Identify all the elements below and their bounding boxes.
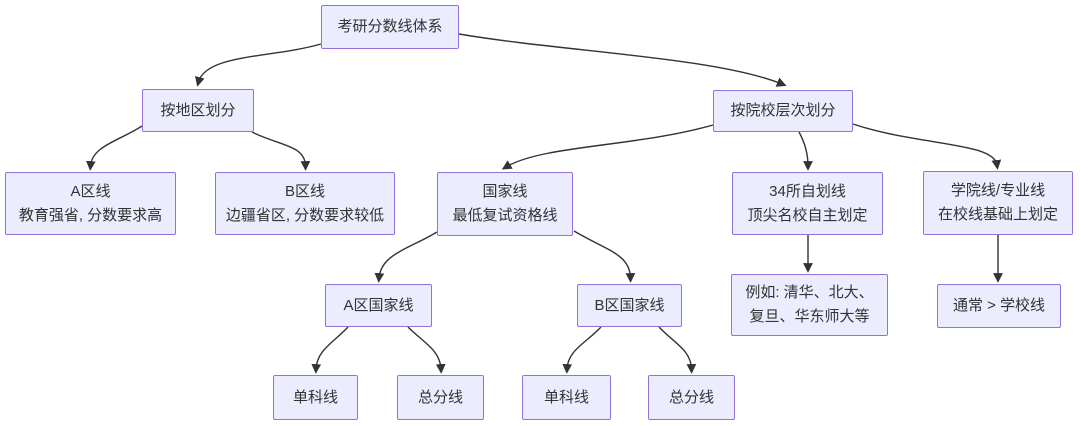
node-zone-b-title: B区线 <box>284 182 325 200</box>
node-by-school-level-label: 按院校层次划分 <box>730 102 836 119</box>
node-zone-a: A区线 教育强省, 分数要求高 <box>5 172 176 235</box>
node-b-national-line: B区国家线 <box>577 284 682 327</box>
edge-national-b-to-single-b <box>562 326 602 374</box>
edge-national-a-to-total-a <box>407 326 446 374</box>
node-zone-a-title: A区线 <box>70 182 111 200</box>
node-college-line-desc: 在校线基础上划定 <box>937 206 1058 223</box>
node-college-line-title: 学院线/专业线 <box>950 182 1046 199</box>
node-self-drawn-line-desc: 顶尖名校自主划定 <box>747 206 868 224</box>
node-total-score-line-a: 总分线 <box>397 375 484 420</box>
node-total-score-line-b: 总分线 <box>648 375 735 420</box>
node-examples-line1: 例如: 清华、北大、 <box>745 284 874 301</box>
edge-national-to-national-a <box>374 231 438 283</box>
node-college-line: 学院线/专业线 在校线基础上划定 <box>923 171 1073 235</box>
node-usually-above-school-line-label: 通常 > 学校线 <box>952 297 1046 314</box>
edge-root-to-by-region <box>195 43 322 87</box>
edge-national-a-to-single-a <box>311 326 349 374</box>
node-single-subject-line-a-label: 单科线 <box>292 388 338 406</box>
edge-root-to-by-school <box>458 33 787 87</box>
node-a-national-line: A区国家线 <box>325 284 432 327</box>
node-root: 考研分数线体系 <box>321 5 459 49</box>
node-single-subject-line-b: 单科线 <box>522 375 611 420</box>
node-single-subject-line-a: 单科线 <box>273 375 358 420</box>
node-zone-a-desc: 教育强省, 分数要求高 <box>18 206 163 224</box>
node-b-national-line-label: B区国家线 <box>594 296 665 314</box>
node-national-line-desc: 最低复试资格线 <box>452 207 558 224</box>
edge-by-school-to-national <box>501 124 714 170</box>
node-total-score-line-a-label: 总分线 <box>417 388 463 406</box>
node-zone-b-desc: 边疆省区, 分数要求较低 <box>225 206 385 224</box>
edge-by-region-to-zone-b <box>251 131 311 171</box>
node-by-region: 按地区划分 <box>142 89 254 132</box>
node-root-label: 考研分数线体系 <box>337 18 443 35</box>
node-examples-line2: 复旦、华东师大等 <box>749 308 870 325</box>
node-by-school-level: 按院校层次划分 <box>713 90 853 132</box>
node-self-drawn-line-title: 34所自划线 <box>769 182 846 200</box>
node-total-score-line-b-label: 总分线 <box>668 388 714 406</box>
node-usually-above-school-line: 通常 > 学校线 <box>937 284 1061 328</box>
node-zone-b: B区线 边疆省区, 分数要求较低 <box>215 172 395 235</box>
node-examples: 例如: 清华、北大、 复旦、华东师大等 <box>731 274 888 336</box>
node-single-subject-line-b-label: 单科线 <box>543 388 589 406</box>
edge-by-school-to-college <box>852 123 1002 170</box>
node-by-region-label: 按地区划分 <box>160 101 236 119</box>
node-self-drawn-line: 34所自划线 顶尖名校自主划定 <box>732 172 883 235</box>
node-national-line: 国家线 最低复试资格线 <box>437 172 573 236</box>
node-a-national-line-label: A区国家线 <box>343 296 414 314</box>
edge-national-to-national-b <box>573 230 636 283</box>
edge-by-school-to-self-drawn <box>798 131 813 171</box>
node-national-line-title: 国家线 <box>482 183 528 200</box>
edge-by-region-to-zone-a <box>85 125 143 171</box>
edge-national-b-to-total-b <box>658 326 697 374</box>
